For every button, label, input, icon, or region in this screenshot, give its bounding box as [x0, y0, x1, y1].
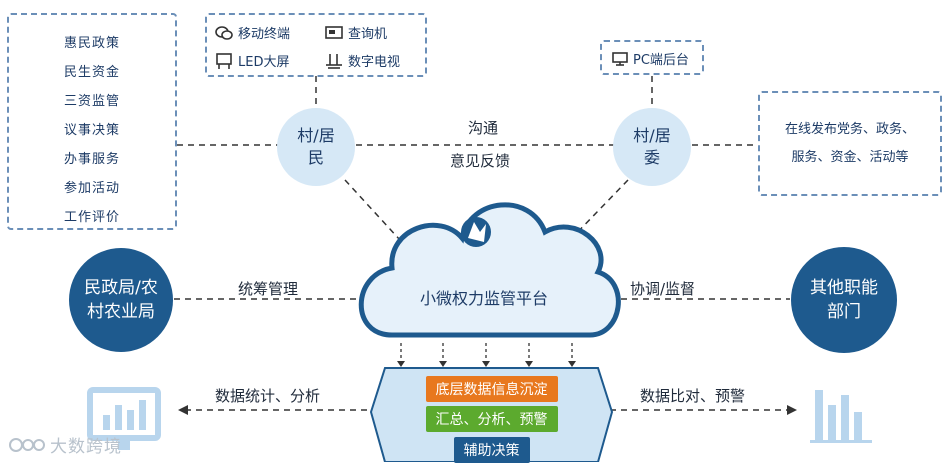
- terminal-kiosk: 查询机: [325, 23, 387, 42]
- publish-line-2: 服务、资金、活动等: [791, 150, 909, 165]
- terminal-box: 移动终端 查询机 LED大屏 数字电视: [205, 13, 427, 77]
- stats-label: 数据统计、分析: [215, 387, 321, 405]
- policy-item: 办事服务: [63, 152, 120, 167]
- bar-chart-icon: [810, 390, 872, 443]
- policy-item: 惠民政策: [63, 36, 120, 51]
- policy-item: 民生资金: [63, 65, 120, 80]
- pc-backend-box: PC端后台: [600, 40, 704, 75]
- publish-line-1: 在线发布党务、政务、: [784, 122, 915, 137]
- terminal-tv: 数字电视: [325, 51, 400, 70]
- policy-item: 议事决策: [63, 123, 120, 138]
- bureau-node: 民政局/农村农业局: [69, 248, 173, 352]
- cloud-shape: [358, 202, 621, 338]
- layer-decision: 辅助决策: [453, 437, 530, 463]
- villager-node: 村/居民: [277, 108, 355, 186]
- watermark: 大数跨境: [8, 432, 122, 457]
- terminal-led: LED大屏: [215, 51, 289, 70]
- data-stack: 底层数据信息沉淀 汇总、分析、预警 辅助决策: [371, 368, 612, 463]
- coordinate-label: 统筹管理: [238, 280, 299, 298]
- watermark-logo-icon: [9, 437, 45, 452]
- committee-node: 村/居委: [613, 108, 691, 186]
- policy-list-box: 惠民政策民生资金三资监管议事决策办事服务参加活动工作评价: [7, 13, 177, 230]
- layer-analysis: 汇总、分析、预警: [425, 406, 558, 432]
- policy-item: 三资监管: [63, 94, 120, 109]
- terminal-mobile: 移动终端: [215, 23, 290, 42]
- layer-sediment: 底层数据信息沉淀: [425, 376, 558, 402]
- tv-antenna-icon: [326, 53, 342, 69]
- computer-icon: [612, 51, 628, 66]
- chat-bubble-icon: [215, 25, 233, 40]
- other-depts-node: 其他职能部门: [791, 247, 897, 353]
- policy-item: 参加活动: [63, 181, 120, 196]
- communicate-label: 沟通: [468, 119, 499, 137]
- publish-box: 在线发布党务、政务、 服务、资金、活动等: [758, 91, 942, 196]
- feedback-label: 意见反馈: [450, 152, 511, 170]
- compare-label: 数据比对、预警: [640, 387, 746, 405]
- monitor-chart-icon: [87, 387, 161, 450]
- platform-label: 小微权力监管平台: [420, 289, 549, 308]
- policy-item: 工作评价: [63, 210, 120, 225]
- pc-backend-label: PC端后台: [633, 53, 689, 68]
- led-screen-icon: [216, 52, 232, 69]
- platform-logo-icon: [461, 217, 491, 247]
- supervise-label: 协调/监督: [630, 280, 696, 298]
- kiosk-icon: [325, 25, 343, 39]
